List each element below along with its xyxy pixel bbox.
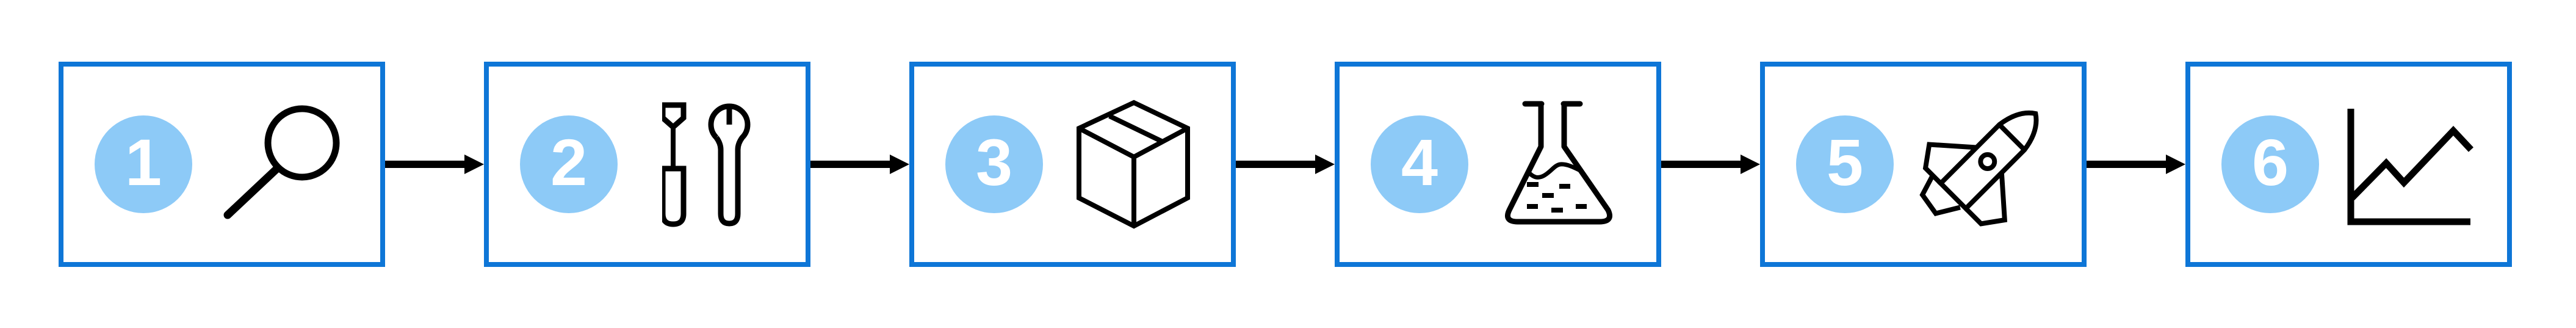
flow-arrow — [2087, 62, 2185, 267]
search-icon-graphic — [223, 105, 340, 219]
step-number-badge: 4 — [1371, 115, 1468, 213]
rocket-icon — [1919, 100, 2049, 229]
tools-icon — [643, 100, 773, 229]
step-number-badge: 5 — [1796, 115, 1894, 213]
flow-arrow — [1661, 62, 1760, 267]
right-arrow-icon — [1661, 155, 1760, 174]
package-icon — [1069, 100, 1198, 229]
step-box-2: 2 — [484, 62, 810, 267]
package-icon-graphic — [1077, 100, 1190, 229]
flow-arrow — [1236, 62, 1335, 267]
step-number: 1 — [124, 125, 162, 199]
step-number: 4 — [1401, 125, 1438, 199]
step-number-badge: 3 — [945, 115, 1043, 213]
step-number: 5 — [1826, 125, 1864, 199]
step-number-badge: 1 — [95, 115, 192, 213]
tools-icon-graphic — [662, 102, 751, 227]
step-number: 2 — [550, 125, 588, 199]
step-number-badge: 6 — [2221, 115, 2319, 213]
step-box-4: 4 — [1335, 62, 1661, 267]
flow-arrow — [810, 62, 909, 267]
flask-icon — [1494, 100, 1623, 229]
step-box-1: 1 — [59, 62, 385, 267]
step-number: 6 — [2251, 125, 2289, 199]
chart-icon — [2345, 100, 2474, 229]
right-arrow-icon — [1236, 155, 1335, 174]
step-box-6: 6 — [2185, 62, 2512, 267]
flow-arrow — [385, 62, 484, 267]
right-arrow-icon — [2087, 155, 2185, 174]
flask-icon-graphic — [1505, 101, 1612, 225]
step-number: 3 — [975, 125, 1013, 199]
step-box-3: 3 — [909, 62, 1236, 267]
step-number-badge: 2 — [520, 115, 618, 213]
right-arrow-icon — [385, 155, 484, 174]
chart-icon-graphic — [2347, 109, 2473, 225]
search-icon — [218, 100, 347, 229]
step-box-5: 5 — [1760, 62, 2087, 267]
rocket-icon-graphic — [1919, 110, 2039, 227]
flow-row: 1 2 — [59, 62, 2512, 267]
right-arrow-icon — [810, 155, 909, 174]
